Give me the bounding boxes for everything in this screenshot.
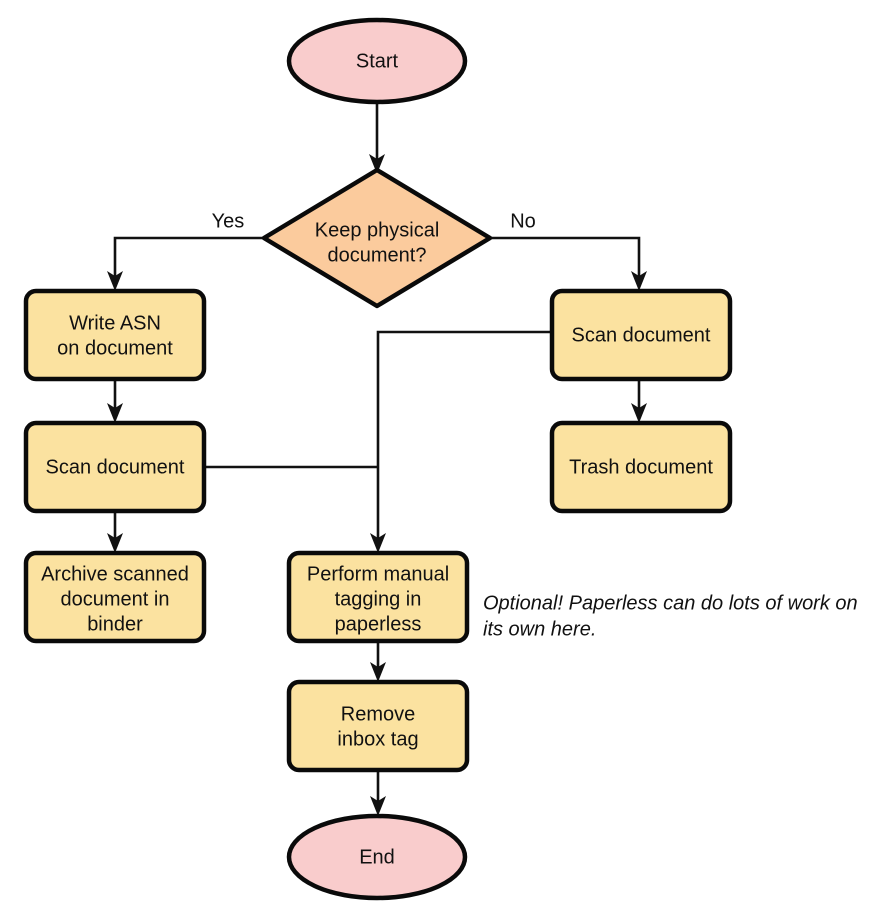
edge-tagging-to-remove-inbox — [370, 641, 386, 682]
edges-layer — [107, 102, 647, 816]
node-archive-scanned[interactable]: Archive scanned document in binder — [23, 550, 207, 644]
edge-remove-inbox-to-end — [370, 770, 386, 816]
node-remove-inbox-tag[interactable]: Remove inbox tag — [286, 679, 470, 773]
node-end[interactable]: End — [286, 813, 468, 901]
archive-scanned-label-line3: binder — [87, 613, 143, 635]
nodes-layer: Start Keep physical document? Write ASN … — [23, 17, 733, 901]
start-ellipse[interactable] — [286, 17, 468, 105]
archive-scanned-box[interactable] — [23, 550, 207, 644]
node-write-asn[interactable]: Write ASN on document — [23, 288, 207, 382]
perform-manual-tagging-label-line3: paperless — [335, 613, 422, 635]
node-perform-manual-tagging[interactable]: Perform manual tagging in paperless — [286, 550, 470, 644]
decision-label-line1: Keep physical — [315, 219, 440, 241]
end-ellipse[interactable] — [286, 813, 468, 901]
node-decision-keep-physical[interactable]: Keep physical document? — [261, 167, 493, 309]
edge-decision-to-scan-right — [490, 236, 647, 291]
edge-write-asn-to-scan-left — [107, 379, 123, 423]
write-asn-label-line2: on document — [57, 337, 173, 359]
scan-document-right-label: Scan document — [572, 324, 711, 346]
edge-start-to-decision — [369, 102, 385, 174]
scan-document-left-label: Scan document — [46, 456, 185, 478]
perform-manual-tagging-label-line1: Perform manual — [307, 563, 449, 585]
perform-manual-tagging-box[interactable] — [286, 550, 470, 644]
remove-inbox-tag-label-line2: inbox tag — [337, 728, 418, 750]
edge-labels-layer: Yes No — [212, 210, 536, 232]
edge-scan-left-to-tagging — [204, 465, 386, 553]
start-label: Start — [356, 50, 399, 72]
annotation-line2: its own here. — [483, 618, 596, 640]
edge-scan-right-to-trash — [631, 379, 647, 423]
trash-document-label: Trash document — [569, 456, 713, 478]
annotation-optional-note: Optional! Paperless can do lots of work … — [483, 592, 858, 640]
annotation-line1: Optional! Paperless can do lots of work … — [483, 592, 858, 614]
archive-scanned-label-line2: document in — [61, 588, 170, 610]
remove-inbox-tag-box[interactable] — [286, 679, 470, 773]
archive-scanned-label-line1: Archive scanned — [41, 563, 189, 585]
node-trash-document[interactable]: Trash document — [549, 420, 733, 514]
trash-document-box[interactable] — [549, 420, 733, 514]
edge-decision-to-write-asn — [107, 236, 264, 291]
node-start[interactable]: Start — [286, 17, 468, 105]
edge-scan-left-to-archive — [107, 511, 123, 553]
decision-diamond[interactable] — [261, 167, 493, 309]
perform-manual-tagging-label-line2: tagging in — [335, 588, 422, 610]
decision-label-line2: document? — [328, 244, 427, 266]
end-label: End — [359, 846, 395, 868]
write-asn-box[interactable] — [23, 288, 207, 382]
node-scan-document-right[interactable]: Scan document — [549, 288, 733, 382]
scan-document-right-box[interactable] — [549, 288, 733, 382]
edge-label-yes: Yes — [212, 210, 245, 232]
edge-label-no: No — [510, 210, 536, 232]
edge-scan-right-to-tagging — [376, 330, 552, 542]
node-scan-document-left[interactable]: Scan document — [23, 420, 207, 514]
scan-document-left-box[interactable] — [23, 420, 207, 514]
remove-inbox-tag-label-line1: Remove — [341, 703, 415, 725]
write-asn-label-line1: Write ASN — [69, 312, 161, 334]
